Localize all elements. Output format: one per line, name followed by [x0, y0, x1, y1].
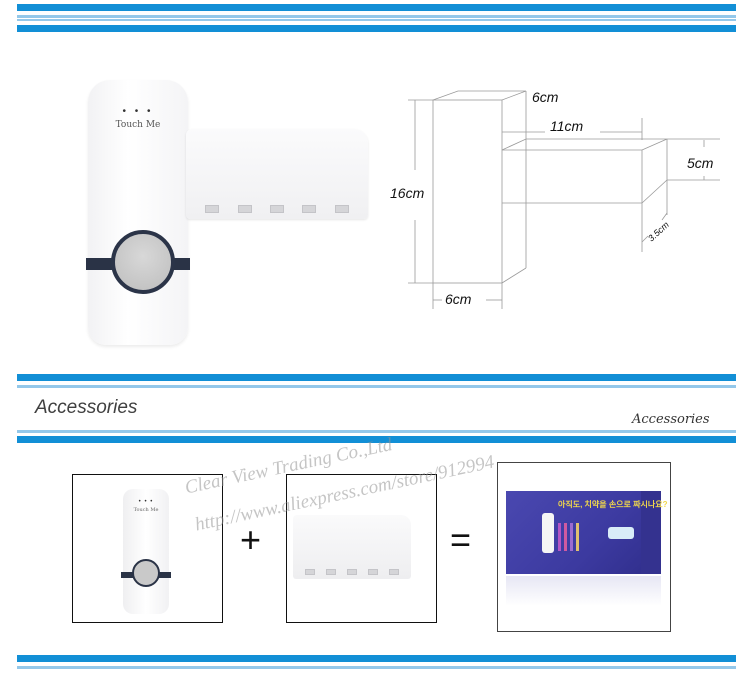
holder-top-face [501, 138, 668, 151]
holder-slot [205, 205, 220, 213]
brush [576, 523, 579, 551]
dispenser-ring [111, 230, 175, 294]
package-headline: 아직도, 치약을 손으로 짜시나요? [558, 500, 668, 509]
package-image: 아직도, 치약을 손으로 짜시나요? [506, 491, 667, 574]
top-stripe-dark-2 [17, 25, 736, 32]
bottom-stripe-light [17, 666, 736, 669]
mini-holder-slot [346, 569, 357, 575]
depth-dim-2 [661, 212, 668, 221]
top-stripe-light [17, 15, 736, 18]
toothbrush-holder [186, 129, 368, 219]
acc-stripe-dark-2 [17, 436, 736, 443]
package-dispenser [542, 513, 554, 553]
holder-slot [237, 205, 252, 213]
dispenser-bottom-edge [501, 267, 527, 284]
package-badge [608, 527, 634, 539]
accessories-title: Accessories [35, 397, 138, 418]
dispenser-box: • • • Touch Me [72, 474, 223, 623]
dispenser-dots: • • • [122, 106, 154, 117]
acc-stripe-dark [17, 374, 736, 381]
mini-holder-slot [304, 569, 315, 575]
mini-holder-slot [368, 569, 379, 575]
mini-dispenser-ring [132, 559, 160, 587]
top-stripe-light-2 [17, 19, 736, 21]
package-side [641, 491, 661, 574]
dim-depth-top: 6cm [532, 89, 559, 105]
acc-stripe-light [17, 385, 736, 388]
holder-slot [334, 205, 349, 213]
mini-dispenser-label: Touch Me [133, 507, 159, 513]
dim-height: 16cm [390, 185, 425, 201]
dim-holder-height: 5cm [687, 155, 714, 171]
holder-side-edge [641, 179, 668, 204]
brush [564, 523, 567, 551]
package-brushes [558, 523, 579, 551]
package-box: 아직도, 치약을 손으로 짜시나요? [497, 462, 671, 632]
accessories-script-title: Accessories [632, 412, 710, 427]
dispenser-top-face [432, 90, 527, 101]
brush [558, 523, 561, 551]
dispenser-outline [432, 99, 503, 284]
mini-holder-slot [325, 569, 336, 575]
brush [570, 523, 573, 551]
depth-dim [641, 235, 649, 243]
holder-slot [269, 205, 284, 213]
dim-holder-length: 11cm [550, 118, 584, 134]
acc-stripe-light-2 [17, 430, 736, 433]
mini-dispenser-dots: • • • [138, 499, 154, 505]
top-stripe-dark [17, 4, 736, 11]
holder-box [286, 474, 437, 623]
mini-holder [293, 515, 411, 579]
mini-holder-slot [389, 569, 400, 575]
equals-symbol: = [450, 519, 472, 560]
toothpaste-dispenser: • • • Touch Me [86, 80, 190, 345]
holder-slot [302, 205, 317, 213]
dim-width-bottom: 6cm [445, 291, 472, 307]
plus-symbol: + [240, 519, 262, 560]
package-reflection [506, 576, 661, 606]
bottom-stripe-dark [17, 655, 736, 662]
mini-dispenser: • • • Touch Me [121, 489, 171, 614]
dispenser-label: Touch Me [115, 120, 161, 130]
dimension-drawing [408, 90, 720, 309]
